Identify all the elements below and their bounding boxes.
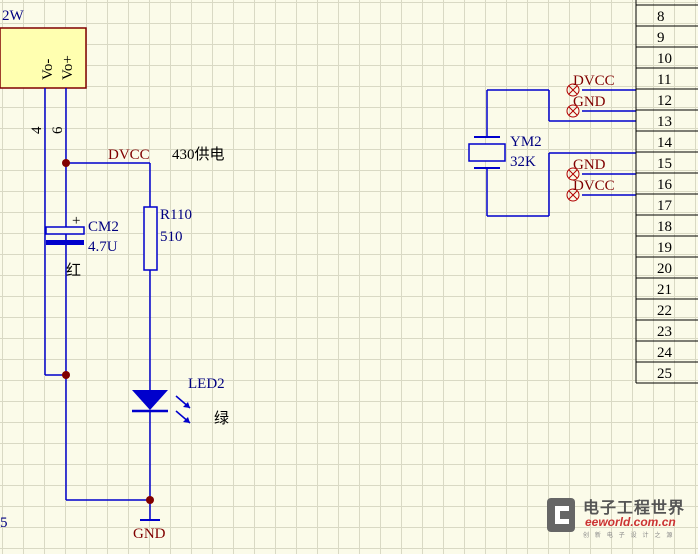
- junction-dot: [62, 371, 70, 379]
- watermark-sub: 创 新 电 子 设 计 之 源: [583, 532, 675, 539]
- pin-number: 25: [657, 366, 672, 382]
- pin-number: 18: [657, 219, 672, 235]
- wires: [44, 88, 636, 520]
- pin-number: 15: [657, 156, 672, 172]
- dvcc-label-pin11: DVCC: [573, 73, 615, 89]
- pin-number: 10: [657, 51, 672, 67]
- gnd-label-pin12: GND: [573, 94, 606, 110]
- r110-ref: R110: [160, 207, 192, 223]
- gnd-label-bottom: GND: [133, 526, 166, 542]
- cm2-ref: CM2: [88, 219, 119, 235]
- pin-number: 19: [657, 240, 672, 256]
- eeworld-logo-icon: [547, 498, 575, 532]
- nc-markers: [566, 83, 580, 202]
- pin-number: 17: [657, 198, 673, 214]
- led2-ref: LED2: [188, 376, 225, 392]
- supply-430-note: 430供电: [172, 146, 225, 163]
- pin-number: 12: [657, 93, 672, 109]
- watermark-cn: 电子工程世界: [583, 498, 686, 517]
- capacitor-cm2: +: [45, 213, 85, 245]
- resistor-r110: [143, 206, 158, 271]
- dvcc-label-pin16: DVCC: [573, 178, 615, 194]
- pin-number: 22: [657, 303, 672, 319]
- watermark-en: eeworld.com.cn: [585, 515, 676, 529]
- left-edge-number: 5: [0, 515, 8, 531]
- pin-number: 21: [657, 282, 672, 298]
- pin-number: 8: [657, 9, 665, 25]
- pin-number: 24: [657, 345, 673, 361]
- pin-number: 23: [657, 324, 672, 340]
- led2-color-note: 绿: [214, 410, 229, 427]
- led-led2: [132, 390, 191, 424]
- connector-pin-column: 8 9 10 11 12 13 14 15 16 17 18 19 20 21 22 23 24 25: [635, 0, 698, 384]
- module-corner-text: 2W: [2, 8, 25, 24]
- pin-number-4: 4: [29, 126, 45, 134]
- ym2-value: 32K: [510, 154, 536, 170]
- crystal-ym2: [468, 136, 506, 169]
- gnd-label-pin15: GND: [573, 157, 606, 173]
- pin-number: 11: [657, 72, 671, 88]
- cm2-value: 4.7U: [88, 239, 118, 255]
- dvcc-label-430: DVCC: [108, 147, 150, 163]
- cm2-color-note: 红: [66, 262, 81, 279]
- power-module-box: [0, 27, 87, 89]
- pin-label-vo-plus: Vo+: [60, 55, 76, 80]
- pin-number: 16: [657, 177, 673, 193]
- pin-number: 20: [657, 261, 672, 277]
- ym2-ref: YM2: [510, 134, 542, 150]
- pin-number-6: 6: [50, 126, 66, 134]
- junction-dot: [62, 159, 70, 167]
- pin-number: 14: [657, 135, 673, 151]
- pin-label-vo-minus: Vo-: [40, 59, 56, 80]
- r110-value: 510: [160, 229, 183, 245]
- pin-number: 9: [657, 30, 665, 46]
- pin-number: 13: [657, 114, 672, 130]
- polarity-plus: +: [72, 213, 80, 229]
- junction-dot: [146, 496, 154, 504]
- watermark-logo: 电子工程世界 eeworld.com.cn 创 新 电 子 设 计 之 源: [545, 494, 690, 540]
